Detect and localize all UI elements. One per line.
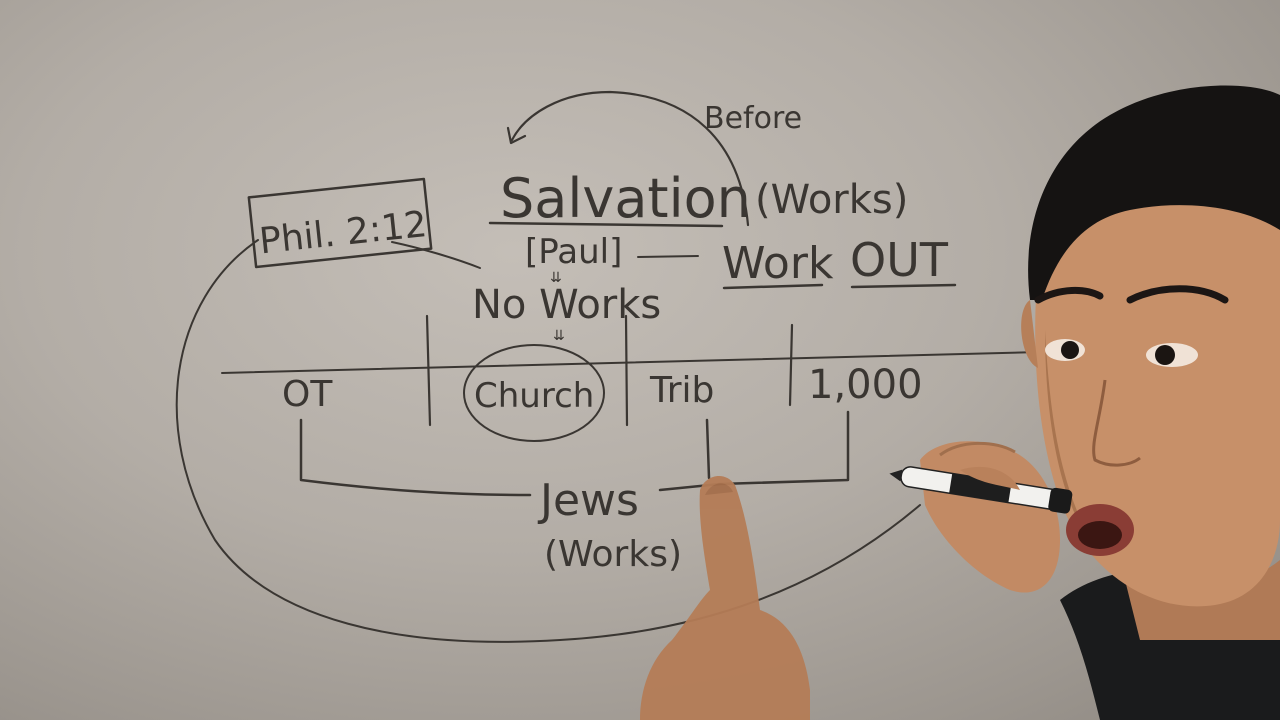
works-note: (Works): [755, 177, 908, 223]
salvation-title: Salvation: [500, 167, 751, 230]
hand-with-marker: [889, 441, 1073, 593]
verse-box: [247, 177, 433, 269]
work-label: Work: [722, 238, 834, 289]
jews-bracket: [299, 418, 532, 497]
ot-label: OT: [282, 374, 333, 415]
trib-label: Trib: [649, 370, 714, 411]
pointing-hand: [640, 475, 810, 720]
before-arrow: [510, 90, 750, 227]
jews-works-note: (Works): [544, 534, 682, 575]
presenter: [1021, 85, 1280, 720]
jews-label: Jews: [537, 475, 639, 526]
svg-text:⇊: ⇊: [553, 328, 565, 344]
svg-text:⇊: ⇊: [550, 270, 562, 286]
out-label: OUT: [850, 233, 949, 287]
no-works-label: No Works: [472, 282, 661, 328]
before-label: Before: [704, 101, 802, 136]
verse-label: Phil. 2:12: [257, 204, 429, 262]
millennium-label: 1,000: [808, 362, 923, 408]
paul-label: [Paul]: [525, 232, 622, 272]
timeline-line: [221, 351, 1041, 374]
church-label: Church: [474, 376, 594, 416]
church-circle: [463, 344, 605, 442]
